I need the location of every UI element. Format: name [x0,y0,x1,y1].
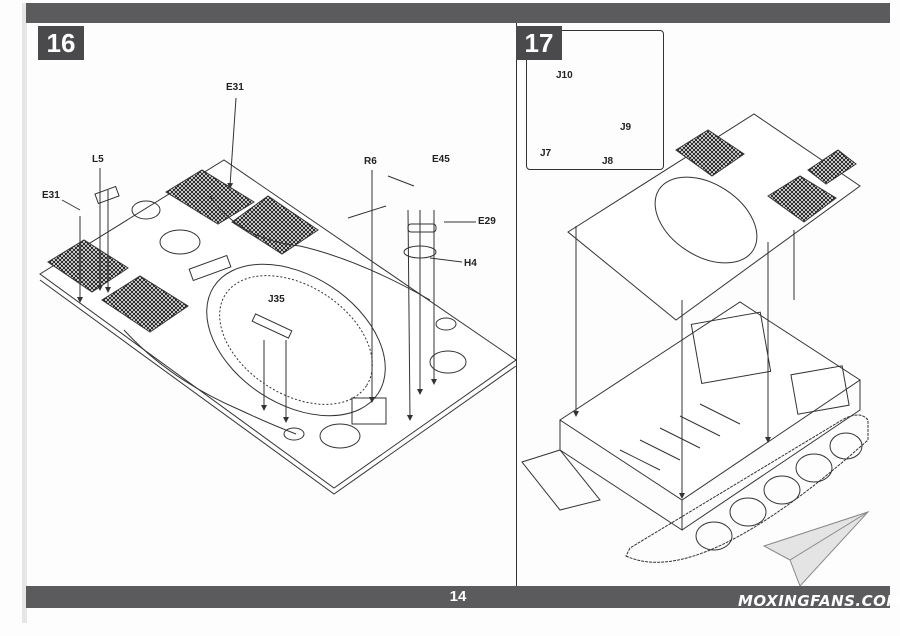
part-label-j9: J9 [620,122,632,133]
step-divider [516,23,517,586]
step16-deck-diagram [39,97,517,495]
step-17-badge: 17 [516,26,562,60]
bottom-bar: 14 [26,586,890,608]
part-label-j8: J8 [602,156,614,167]
part-label-r6: R6 [364,156,377,167]
page-edge [22,3,27,623]
watermark-text: MOXINGFANS.COM [738,592,900,610]
step17-hull-diagram [521,37,869,563]
part-label-e31-top: E31 [226,82,244,93]
part-label-e45: E45 [432,154,450,165]
top-bar [26,3,890,23]
part-label-j7: J7 [540,148,552,159]
part-label-j10: J10 [556,70,573,81]
part-label-j35: J35 [268,294,285,305]
part-label-e31-left: E31 [42,190,60,201]
part-label-l5: L5 [92,154,104,165]
part-label-e29: E29 [478,216,496,227]
part-label-h4: H4 [464,258,477,269]
page-number: 14 [449,588,467,605]
step-16-badge: 16 [38,26,84,60]
